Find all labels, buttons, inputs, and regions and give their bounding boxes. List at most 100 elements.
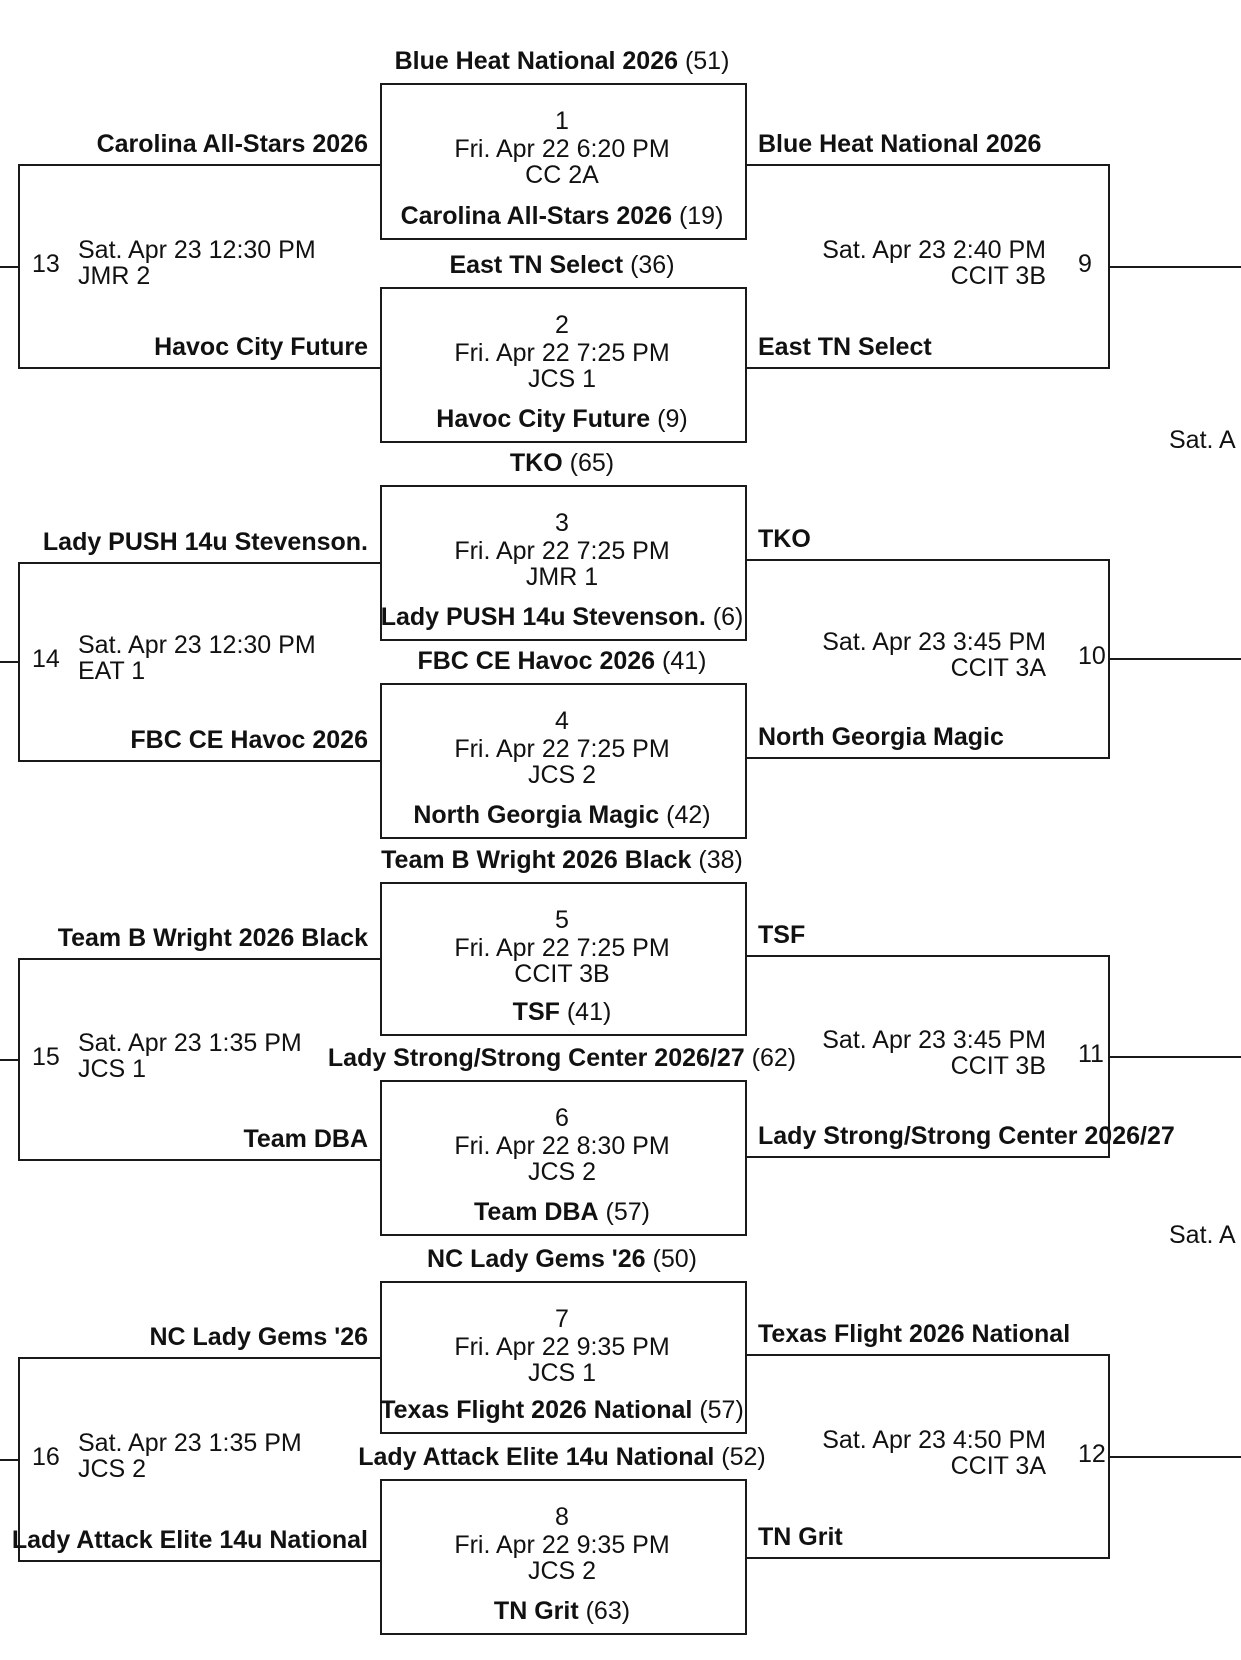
team-name[interactable]: North Georgia Magic	[413, 801, 660, 829]
team-seed: (63)	[585, 1597, 631, 1625]
team-bottom-label[interactable]: TN Grit	[758, 1523, 843, 1551]
team-seed: (51)	[684, 47, 730, 75]
bracket-line-top	[18, 164, 380, 166]
team-bottom-label: Lady PUSH 14u Stevenson. (6)	[262, 603, 862, 631]
bracket-line-top	[18, 958, 380, 960]
game-venue: JCS 2	[527, 761, 597, 789]
game-box-bottom-border	[380, 1633, 747, 1635]
bracket-line-bottom	[18, 367, 380, 369]
team-bottom-label[interactable]: FBC CE Havoc 2026	[130, 726, 368, 754]
bracket-line-bottom	[745, 1156, 1108, 1158]
team-name[interactable]: TSF	[512, 998, 560, 1026]
game-number: 16	[32, 1443, 60, 1471]
team-top-label[interactable]: Blue Heat National 2026	[758, 130, 1042, 158]
team-top-label[interactable]: NC Lady Gems '26	[149, 1323, 368, 1351]
team-name[interactable]: Lady Strong/Strong Center 2026/27	[327, 1044, 745, 1072]
team-seed: (19)	[678, 202, 724, 230]
game-number: 2	[555, 311, 569, 339]
team-name[interactable]: TKO	[509, 449, 563, 477]
team-bottom-label[interactable]: Havoc City Future	[154, 333, 368, 361]
game-venue: EAT 1	[78, 657, 146, 685]
game-box-bottom-border	[380, 441, 747, 443]
game-venue: CCIT 3B	[950, 262, 1046, 290]
bracket-line-top	[18, 1357, 380, 1359]
team-seed: (41)	[566, 998, 612, 1026]
game-box-left-border	[380, 1479, 382, 1635]
team-bottom-label[interactable]: Team DBA	[243, 1125, 368, 1153]
game-venue: JCS 2	[527, 1557, 597, 1585]
team-name[interactable]: TN Grit	[493, 1597, 579, 1625]
team-bottom-label[interactable]: East TN Select	[758, 333, 932, 361]
team-top-label: Blue Heat National 2026 (51)	[262, 47, 862, 75]
game-box-right-border	[745, 683, 747, 839]
team-top-label[interactable]: TKO	[758, 525, 811, 553]
team-seed: (42)	[666, 801, 711, 829]
team-seed: (65)	[569, 449, 615, 477]
game-venue: CC 2A	[525, 161, 599, 189]
game-number: 12	[1078, 1440, 1106, 1468]
game-number: 6	[555, 1104, 569, 1132]
team-name[interactable]: Carolina All-Stars 2026	[400, 202, 672, 230]
game-venue: CCIT 3B	[514, 960, 610, 988]
game-box-bottom-border	[380, 1432, 747, 1434]
game-number: 7	[555, 1305, 569, 1333]
team-seed: (52)	[721, 1443, 766, 1471]
team-top-label[interactable]: Texas Flight 2026 National	[758, 1320, 1071, 1348]
team-name[interactable]: Team DBA	[474, 1198, 599, 1226]
game-venue: JCS 2	[78, 1455, 147, 1483]
game-box-left-border	[380, 683, 382, 839]
game-box-left-border	[380, 1080, 382, 1236]
team-name[interactable]: Blue Heat National 2026	[394, 47, 678, 75]
team-name[interactable]: Texas Flight 2026 National	[380, 1396, 693, 1424]
team-seed: (9)	[657, 405, 688, 433]
game-box-top-border	[380, 83, 747, 85]
game-number: 15	[32, 1043, 60, 1071]
game-datetime: Fri. Apr 22 6:20 PM	[454, 135, 670, 163]
team-name[interactable]: Havoc City Future	[436, 405, 651, 433]
game-number: 9	[1078, 250, 1092, 278]
team-seed: (38)	[698, 846, 743, 874]
game-venue: CCIT 3B	[950, 1052, 1046, 1080]
team-name[interactable]: NC Lady Gems '26	[427, 1245, 646, 1273]
team-bottom-label: Texas Flight 2026 National (57)	[262, 1396, 862, 1424]
bracket-line-vertical	[18, 164, 20, 369]
bracket-line-bottom	[18, 760, 380, 762]
game-number: 4	[555, 707, 569, 735]
team-bottom-label[interactable]: North Georgia Magic	[758, 723, 1004, 751]
game-number: 13	[32, 250, 60, 278]
team-name[interactable]: East TN Select	[449, 251, 624, 279]
team-top-label[interactable]: Team B Wright 2026 Black	[57, 924, 368, 952]
game-datetime: Sat. Apr 23 12:30 PM	[78, 236, 316, 264]
team-top-label: FBC CE Havoc 2026 (41)	[262, 647, 862, 675]
game-box-top-border	[380, 485, 747, 487]
game-box-top-border	[380, 1080, 747, 1082]
team-top-label[interactable]: Carolina All-Stars 2026	[96, 130, 368, 158]
team-name[interactable]: FBC CE Havoc 2026	[417, 647, 656, 675]
bracket-line-out	[1108, 1056, 1241, 1058]
next-round-date: Sat. A	[1169, 426, 1236, 454]
team-name[interactable]: Team B Wright 2026 Black	[381, 846, 692, 874]
game-datetime: Sat. Apr 23 2:40 PM	[822, 236, 1046, 264]
bracket-line-out	[1108, 266, 1241, 268]
team-top-label[interactable]: Lady PUSH 14u Stevenson.	[42, 528, 368, 556]
game-number: 3	[555, 509, 569, 537]
bracket-line-top	[745, 955, 1108, 957]
game-box-bottom-border	[380, 238, 747, 240]
team-name[interactable]: Lady Attack Elite 14u National	[358, 1443, 715, 1471]
next-round-date: Sat. A	[1169, 1221, 1236, 1249]
team-name[interactable]: Lady PUSH 14u Stevenson.	[380, 603, 706, 631]
game-box-bottom-border	[380, 1234, 747, 1236]
game-number: 1	[555, 107, 569, 135]
game-number: 14	[32, 645, 60, 673]
bracket-line-bottom	[745, 367, 1108, 369]
team-top-label[interactable]: TSF	[758, 921, 806, 949]
game-venue: JCS 1	[78, 1055, 147, 1083]
game-box-top-border	[380, 1479, 747, 1481]
bracket-line-top	[745, 164, 1108, 166]
game-box-bottom-border	[380, 837, 747, 839]
team-top-label: NC Lady Gems '26 (50)	[262, 1245, 862, 1273]
team-bottom-label[interactable]: Lady Attack Elite 14u National	[11, 1526, 368, 1554]
team-bottom-label[interactable]: Lady Strong/Strong Center 2026/27	[758, 1122, 1175, 1150]
game-datetime: Fri. Apr 22 9:35 PM	[454, 1531, 670, 1559]
